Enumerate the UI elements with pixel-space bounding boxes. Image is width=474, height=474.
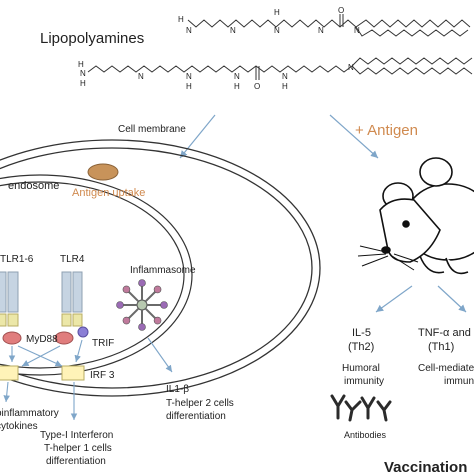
arrow-to-cell	[179, 114, 216, 159]
arrow-trif-irf3	[74, 339, 83, 363]
endosome-inner	[0, 181, 185, 369]
arrow-nfkb-cytokines	[3, 381, 10, 403]
svg-text:H: H	[78, 60, 84, 69]
myd88-adaptor-left	[2, 331, 22, 345]
ifn-line2: T-helper 1 cells	[44, 443, 112, 454]
svg-text:H: H	[80, 79, 86, 88]
cell-membrane-outer	[0, 139, 321, 397]
structure-2-atoms: H N H N N H N H O N H N	[78, 60, 354, 91]
antigen-particle	[87, 163, 119, 181]
structure-1-atoms: H N N N H N O N	[178, 6, 360, 35]
cellmed-line2: immunity	[444, 376, 474, 387]
endosome-outer	[0, 174, 193, 376]
cell-membrane-inner	[0, 147, 313, 389]
svg-text:N: N	[230, 26, 236, 35]
antibodies-icon	[330, 394, 392, 422]
tlr1-6-receptor	[0, 271, 19, 327]
svg-text:N: N	[186, 26, 192, 35]
trif-label: TRIF	[92, 338, 114, 349]
svg-text:N: N	[138, 72, 144, 81]
tlr1-6-label: TLR1-6	[0, 254, 34, 265]
lipopolyamine-structure-1	[187, 14, 471, 37]
nfkb-box	[0, 365, 19, 381]
th2-label: (Th2)	[348, 341, 374, 353]
svg-text:N: N	[234, 72, 240, 81]
antibodies-label: Antibodies	[344, 430, 387, 440]
svg-text:N: N	[186, 72, 192, 81]
svg-text:O: O	[338, 6, 344, 15]
irf3-box	[61, 365, 85, 381]
svg-text:H: H	[282, 82, 288, 91]
arrow-cross	[17, 345, 63, 367]
endosome-label: endosome	[8, 180, 59, 192]
tnf-label: TNF-α and IFN-γ	[418, 327, 474, 339]
title: Lipopolyamines	[40, 30, 144, 47]
svg-text:N: N	[274, 26, 280, 35]
myd88-label: MyD88	[26, 334, 58, 345]
humoral-line1: Humoral	[342, 363, 380, 374]
svg-text:H: H	[234, 82, 240, 91]
th2-diff-line2: differentiation	[166, 411, 226, 422]
cell-membrane-label: Cell membrane	[118, 124, 186, 135]
trif-adaptor	[77, 326, 89, 338]
svg-text:N: N	[80, 69, 86, 78]
th1-label: (Th1)	[428, 341, 454, 353]
myd88-adaptor-tlr4	[54, 331, 74, 345]
arrow-inflammasome-il1b	[147, 337, 173, 373]
il1b-label: IL1-β	[166, 384, 189, 395]
svg-text:H: H	[186, 82, 192, 91]
th2-diff-line1: T-helper 2 cells	[166, 398, 234, 409]
arrow-mouse-th2	[375, 285, 413, 313]
ifn-line1: Type-I Interferon	[40, 430, 113, 441]
svg-text:N: N	[282, 72, 288, 81]
antigen-uptake-label: Antigen uptake	[72, 187, 145, 199]
inflam-cytokines-line2: cytokines	[0, 421, 38, 432]
arrow-mouse-th1	[437, 285, 467, 313]
inflammasome-label: Inflammasome	[130, 265, 196, 276]
svg-text:H: H	[274, 8, 280, 17]
cellmed-line1: Cell-mediated	[418, 363, 474, 374]
inflam-cytokines-line1: Proinflammatory	[0, 408, 59, 419]
svg-text:N: N	[354, 26, 360, 35]
il5-label: IL-5	[352, 327, 371, 339]
inflammasome-icon	[116, 279, 168, 331]
ifn-line3: differentiation	[46, 456, 106, 467]
svg-text:O: O	[254, 82, 260, 91]
plus-antigen-label: + Antigen	[355, 122, 418, 139]
irf3-label: IRF 3	[90, 370, 115, 381]
tlr4-label: TLR4	[60, 254, 85, 265]
tlr4-receptor	[61, 271, 83, 327]
svg-text:N: N	[318, 26, 324, 35]
humoral-line2: immunity	[344, 376, 384, 387]
svg-text:N: N	[348, 63, 354, 72]
arrow-to-mouse	[329, 114, 379, 159]
mouse-icon	[357, 157, 474, 275]
vaccination-label: Vaccination	[384, 459, 467, 474]
svg-text:H: H	[178, 15, 184, 24]
lipopolyamine-structure-2	[87, 57, 473, 80]
